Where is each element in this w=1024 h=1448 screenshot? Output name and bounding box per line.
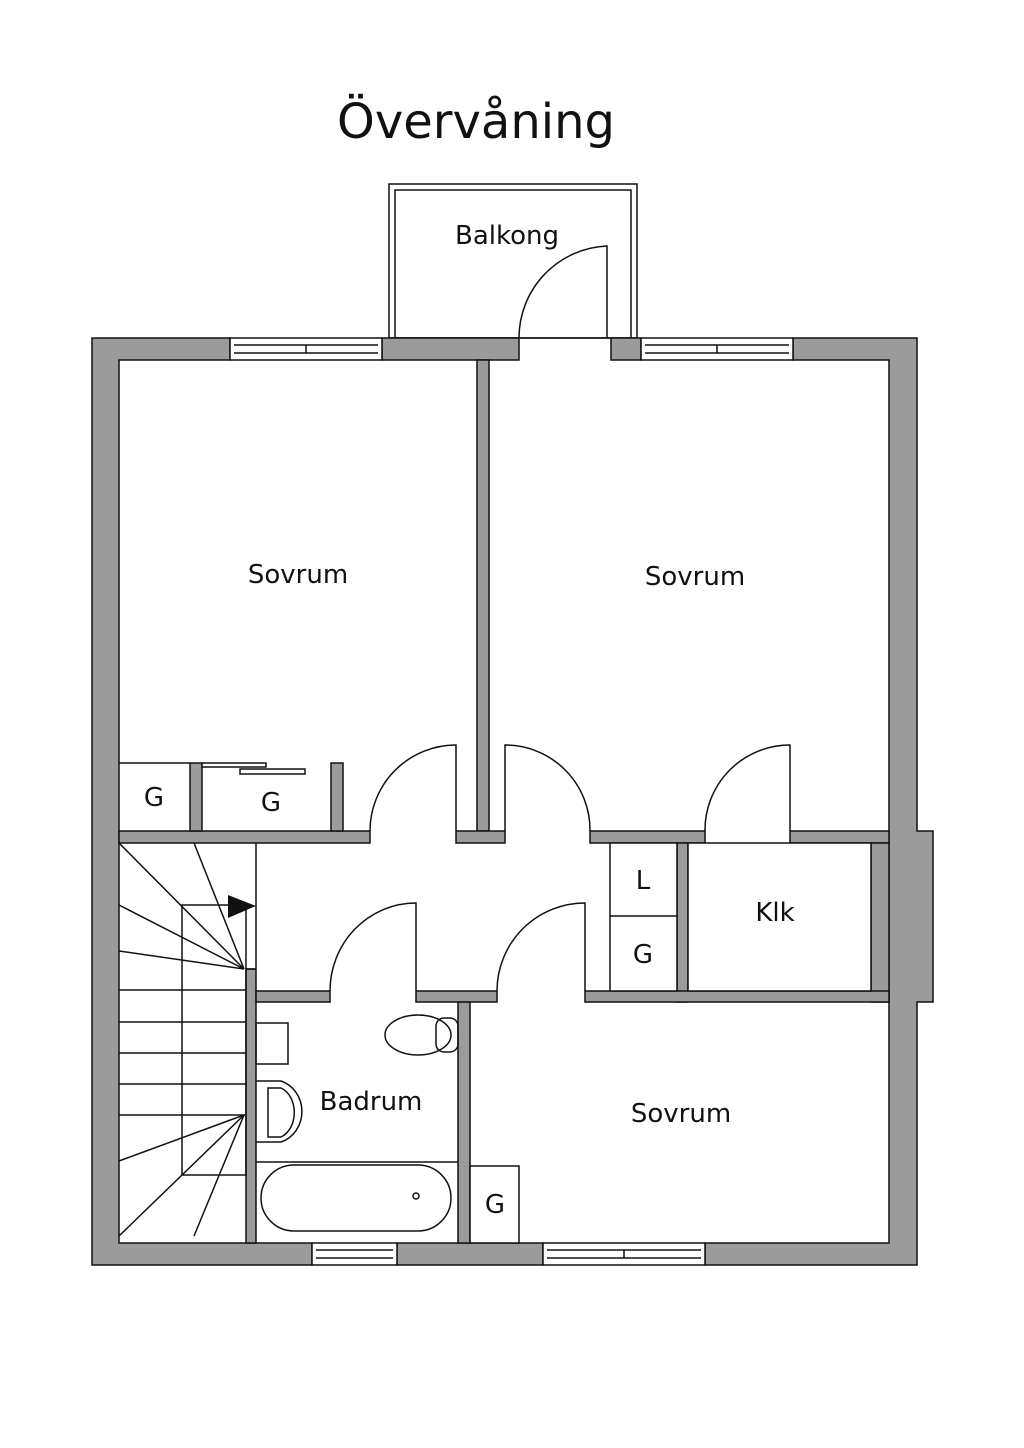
balcony-railing-inner [394,189,632,339]
room-label-wardrobe: G [143,783,165,813]
stair-direction-arrow-icon [228,895,256,918]
interior-walls [118,359,890,1244]
room-label-balcony: Balkong [454,221,560,251]
room-label-bathroom: Badrum [319,1087,423,1117]
closets [119,762,872,1244]
exterior-walls [91,337,934,1266]
bathroom-fixtures [255,1014,459,1232]
room-label-bedroom-top-right: Sovrum [644,562,746,592]
plan-title: Övervåning [337,94,615,150]
room-label-wardrobe: G [260,788,282,818]
room-label-wardrobe: G [632,940,654,970]
windows [229,337,794,1266]
room-label-wardrobe: G [484,1190,506,1220]
room-label-bedroom-top-left: Sovrum [247,560,349,590]
doors [329,245,791,992]
room-label-walk-in: Klk [755,898,795,928]
room-label-bedroom-bottom: Sovrum [630,1099,732,1129]
balcony-railing [388,183,638,339]
room-label-linen: L [635,866,651,896]
staircase [118,842,257,1237]
